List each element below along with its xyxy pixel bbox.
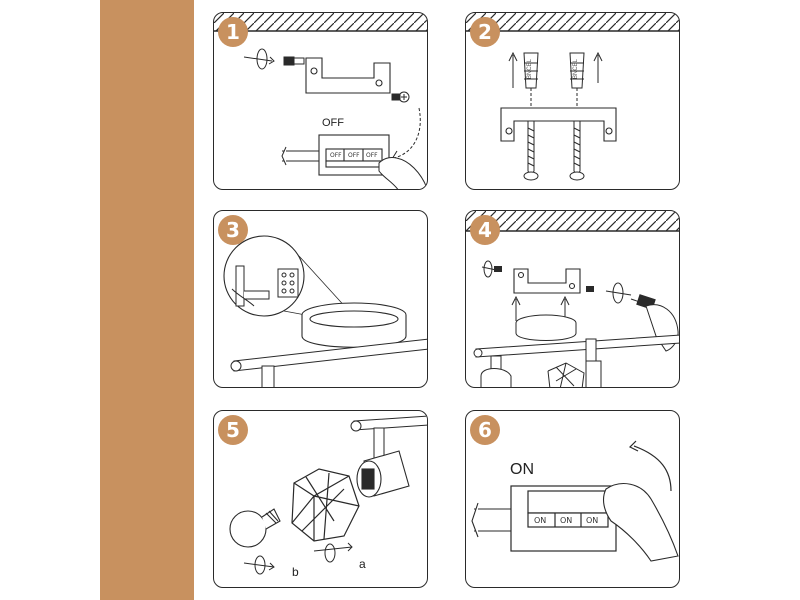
mounting-bracket	[500, 107, 617, 142]
up-arrow-icon	[508, 51, 603, 88]
step-4-illustration	[466, 211, 679, 387]
step-label-b: b	[292, 565, 299, 579]
on-label: ON	[510, 461, 534, 478]
step-4-panel: 4	[465, 210, 680, 388]
step-label-a: a	[359, 557, 366, 571]
switch-label-1: ON	[534, 516, 547, 525]
step-2-panel: 2	[465, 12, 680, 190]
ceiling-hatch	[214, 13, 427, 31]
light-bulb	[229, 508, 281, 548]
unscrew-rotate-icon	[243, 48, 275, 70]
step-5-illustration	[229, 415, 427, 575]
rotate-icon-a	[313, 542, 353, 563]
screw-icon	[283, 56, 305, 66]
switch-label-2: OFF	[348, 152, 360, 159]
spotlight-socket	[356, 450, 410, 498]
step-3-illustration	[223, 235, 427, 387]
step-2-badge: 2	[470, 17, 500, 47]
step-6-illustration	[471, 440, 679, 562]
step-4-badge: 4	[470, 215, 500, 245]
switch-label-3: ON	[586, 516, 599, 525]
curved-arrow-icon	[393, 107, 421, 159]
step-6-panel: 6 ON ON ON ON	[465, 410, 680, 588]
cage-shade	[291, 468, 360, 542]
rotate-icon-right	[605, 282, 632, 304]
cable	[471, 502, 511, 538]
off-label: OFF	[322, 117, 344, 129]
mounting-bracket	[305, 57, 391, 94]
hand-icon	[378, 157, 427, 189]
step-5-panel: 5	[213, 410, 428, 588]
side-accent-stripe	[100, 0, 194, 600]
terminal-block	[277, 268, 299, 298]
screw-icon-right	[391, 91, 410, 103]
screw-right	[586, 286, 594, 292]
step-1-badge: 1	[218, 17, 248, 47]
step-5-badge: 5	[218, 415, 248, 445]
step-1-panel: 1	[213, 12, 428, 190]
step-6-badge: 6	[470, 415, 500, 445]
ceiling-canopy	[515, 314, 577, 341]
cage-shade	[547, 362, 585, 387]
anchor-brand-text-1: BNCEL	[527, 58, 534, 80]
step-3-badge: 3	[218, 215, 248, 245]
step-1-illustration	[214, 13, 427, 189]
wall-anchor	[523, 52, 585, 89]
light-bar	[350, 415, 427, 459]
circuit-breaker-box	[318, 134, 390, 176]
anchor-brand-text-2: BNCEL	[573, 58, 580, 80]
switch-label-3: OFF	[366, 152, 378, 159]
spotlight-shade	[480, 360, 602, 387]
mounting-bracket	[513, 268, 581, 294]
ceiling-canopy	[301, 302, 407, 348]
up-arrow-icon	[511, 295, 570, 321]
switch-label-2: ON	[560, 516, 573, 525]
circuit-breaker-box	[510, 485, 617, 552]
curved-arrow-icon	[633, 445, 672, 492]
step-3-panel: 3	[213, 210, 428, 388]
light-bar	[230, 338, 427, 387]
cable	[281, 146, 319, 166]
hand-icon	[602, 483, 679, 562]
switch-label-1: OFF	[330, 152, 342, 159]
rotate-icon-b	[243, 555, 275, 575]
screw	[523, 120, 585, 181]
step-2-illustration	[466, 13, 679, 181]
screw-left	[494, 266, 502, 272]
